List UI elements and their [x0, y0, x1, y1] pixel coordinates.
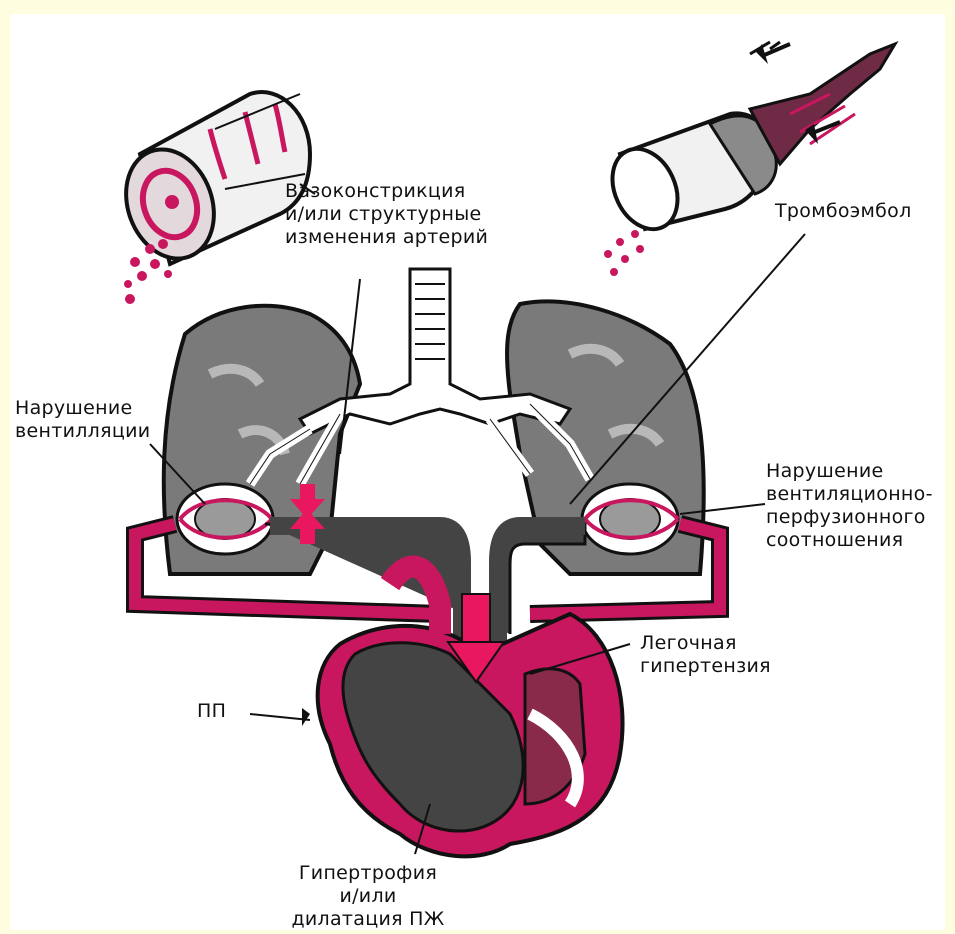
right-atrium-line-1: ПП: [197, 700, 226, 723]
vq-line-1: Нарушение: [766, 460, 933, 483]
alveoli-right: [582, 484, 678, 554]
vq-line-2: вентиляционно-: [766, 483, 933, 506]
rv-line-3: дилатация ПЖ: [278, 908, 458, 931]
arrowhead: [302, 708, 310, 726]
rv-line-1: Гипертрофия: [278, 862, 458, 885]
rv-line-2: и/или: [278, 885, 458, 908]
label-thromboembolus: Тромбоэмбол: [775, 200, 912, 223]
hypertension-line-2: гипертензия: [640, 655, 771, 678]
label-ventilation-disorder: Нарушение вентилляции: [15, 397, 150, 443]
label-vq-mismatch: Нарушение вентиляционно- перфузионного с…: [766, 460, 933, 552]
label-pulmonary-hypertension: Легочная гипертензия: [640, 632, 771, 678]
blood-cells-right: [604, 230, 644, 276]
label-rv-hypertrophy: Гипертрофия и/или дилатация ПЖ: [278, 862, 458, 931]
hypertension-line-1: Легочная: [640, 632, 771, 655]
alveoli-left: [177, 484, 273, 554]
label-vasoconstriction: Вазоконстрикция и/или структурные измене…: [285, 180, 488, 249]
ventilation-line-1: Нарушение: [15, 397, 150, 420]
vasoconstriction-line-1: Вазоконстрикция: [285, 180, 488, 203]
vasoconstriction-line-2: и/или структурные: [285, 203, 488, 226]
vq-line-3: перфузионного: [766, 506, 933, 529]
constricted-artery-icon: [111, 92, 310, 271]
label-right-atrium: ПП: [197, 700, 226, 723]
ventilation-line-2: вентилляции: [15, 420, 150, 443]
thromboembolus-line-1: Тромбоэмбол: [775, 200, 912, 223]
vq-line-4: соотношения: [766, 529, 933, 552]
diagram-canvas: Вазоконстрикция и/или структурные измене…: [10, 14, 945, 930]
vasoconstriction-line-3: изменения артерий: [285, 226, 488, 249]
